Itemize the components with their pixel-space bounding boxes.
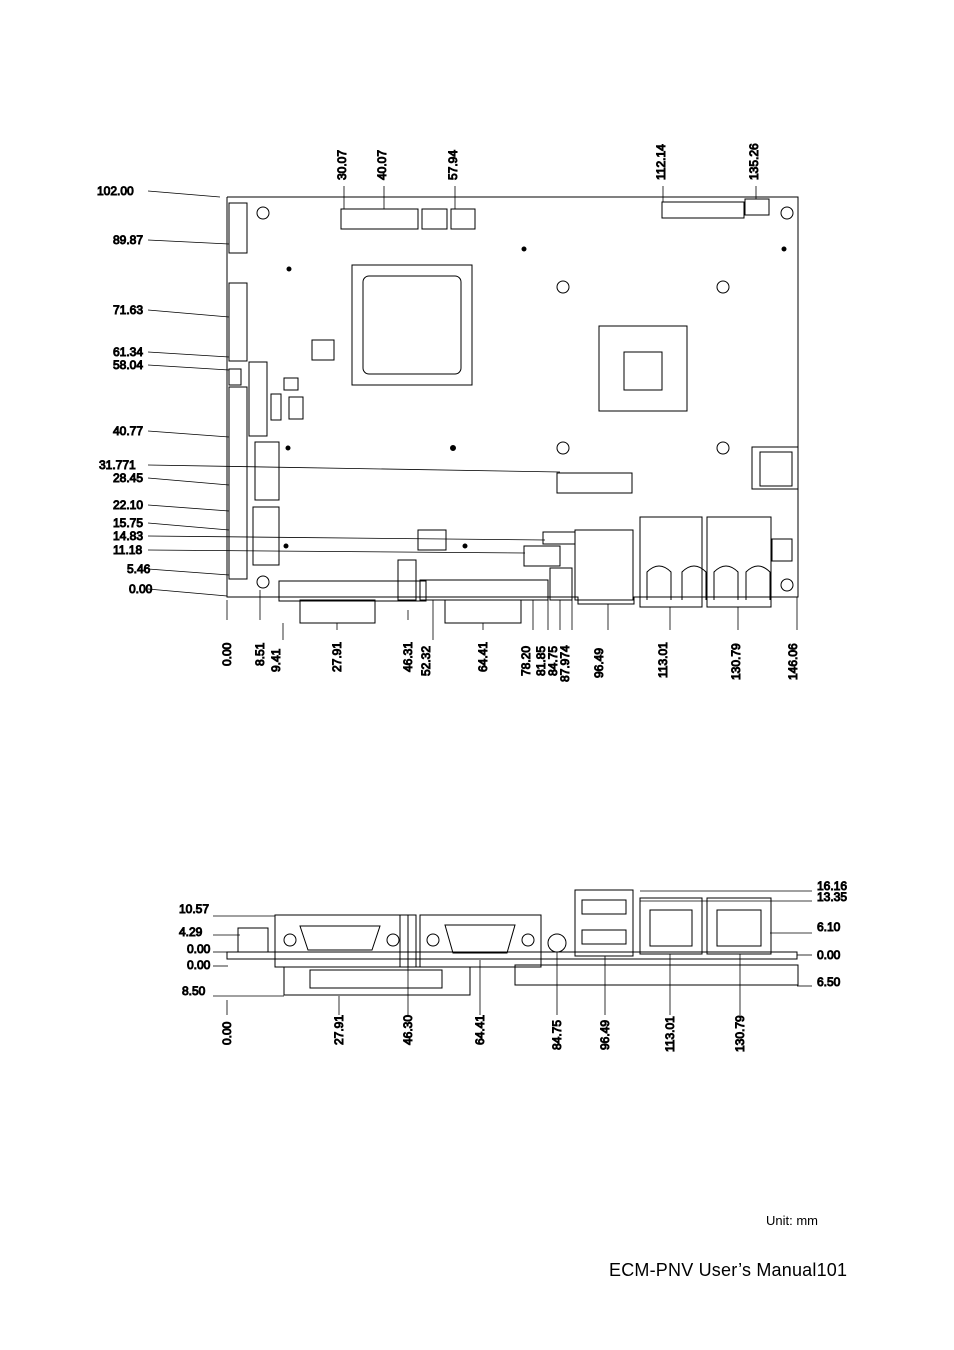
page-number: 101 bbox=[816, 1260, 848, 1280]
dim-label-0-00: 0.00 bbox=[129, 582, 153, 596]
dim-label-b-46-31: 46.31 bbox=[401, 642, 415, 672]
dim-label-40-07: 40.07 bbox=[375, 150, 389, 180]
top-view-drawing: 102.00 89.87 71.63 61.34 58.04 40.77 31.… bbox=[97, 142, 801, 682]
dim-label-5-46: 5.46 bbox=[127, 562, 151, 576]
side-dim-b-46-30: 46.30 bbox=[401, 1015, 415, 1045]
top-view-top-labels: 30.07 40.07 57.94 112.14 135.26 bbox=[335, 142, 762, 180]
side-dim-10-57: 10.57 bbox=[179, 902, 209, 916]
page-footer: ECM-PNV User’s Manual101 bbox=[609, 1260, 847, 1281]
dim-label-58-04: 58.04 bbox=[113, 358, 143, 372]
dim-label-22-10: 22.10 bbox=[113, 498, 143, 512]
side-view-bottom-labels: 0.00 27.91 46.30 64.41 84.75 96.49 113.0… bbox=[220, 1014, 748, 1052]
dim-label-b-9-41: 9.41 bbox=[269, 648, 283, 672]
dim-label-28-45: 28.45 bbox=[113, 471, 143, 485]
side-dim-b-64-41: 64.41 bbox=[473, 1015, 487, 1045]
dim-label-112-14: 112.14 bbox=[654, 144, 668, 180]
side-view-left-labels: 10.57 4.29 0.00 0.00 8.50 bbox=[179, 902, 212, 999]
dim-label-14-83: 14.83 bbox=[113, 529, 143, 543]
dim-label-b-27-91: 27.91 bbox=[330, 642, 344, 672]
dimension-leaders bbox=[147, 186, 798, 640]
side-board bbox=[226, 889, 799, 996]
dim-label-11-18: 11.18 bbox=[113, 543, 142, 557]
side-dim-b-130-79: 130.79 bbox=[733, 1015, 747, 1052]
dim-label-b-146-06: 146.06 bbox=[786, 643, 800, 680]
dim-label-b-8-51: 8.51 bbox=[253, 642, 267, 666]
dim-label-40-77: 40.77 bbox=[113, 424, 143, 438]
dim-label-57-94: 57.94 bbox=[446, 150, 460, 180]
side-dim-b-113-01: 113.01 bbox=[663, 1016, 677, 1052]
dim-label-31-771: 31.771 bbox=[99, 458, 136, 472]
side-dim-8-50: 8.50 bbox=[182, 984, 206, 998]
side-dim-b-27-91: 27.91 bbox=[332, 1015, 346, 1045]
top-view-bottom-labels: 0.00 8.51 9.41 27.91 46.31 52.32 64.41 7… bbox=[220, 641, 801, 682]
dim-label-30-07: 30.07 bbox=[335, 150, 349, 180]
side-dim-b-0-00: 0.00 bbox=[220, 1021, 234, 1045]
board-outline bbox=[226, 196, 799, 608]
dim-label-b-87-974: 87.974 bbox=[558, 645, 572, 682]
side-dimension-leaders bbox=[213, 890, 812, 1015]
side-view-right-labels: 16.16 13.35 6.10 0.00 6.50 bbox=[817, 879, 848, 990]
side-dim-b-84-75: 84.75 bbox=[550, 1020, 564, 1050]
dim-label-61-34: 61.34 bbox=[113, 345, 143, 359]
cpu-package bbox=[351, 264, 473, 386]
left-pin-headers bbox=[228, 202, 248, 580]
dim-label-b-52-32: 52.32 bbox=[419, 646, 433, 676]
top-pin-headers bbox=[340, 198, 770, 230]
dim-label-b-84-75: 84.75 bbox=[546, 646, 560, 676]
unit-label: Unit: mm bbox=[766, 1213, 818, 1228]
dim-label-b-64-41: 64.41 bbox=[476, 642, 490, 672]
dim-label-15-75: 15.75 bbox=[113, 516, 143, 530]
mounting-holes bbox=[256, 206, 794, 592]
dim-label-b-96-49: 96.49 bbox=[592, 648, 606, 678]
chipset bbox=[598, 325, 688, 412]
sata-connectors bbox=[248, 339, 799, 567]
dim-label-b-0-00: 0.00 bbox=[220, 642, 234, 666]
dim-label-135-26: 135.26 bbox=[747, 143, 761, 180]
side-dim-4-29: 4.29 bbox=[179, 925, 203, 939]
side-dim-0-00-a: 0.00 bbox=[187, 942, 211, 956]
dim-label-102-00: 102.00 bbox=[97, 184, 134, 198]
dim-label-71-63: 71.63 bbox=[113, 303, 143, 317]
side-dim-6-10: 6.10 bbox=[817, 920, 841, 934]
dim-label-89-87: 89.87 bbox=[113, 233, 143, 247]
dim-label-b-78-20: 78.20 bbox=[519, 646, 533, 676]
dim-label-b-113-01: 113.01 bbox=[656, 642, 670, 678]
side-dim-13-35: 13.35 bbox=[817, 890, 847, 904]
side-dim-0-00-b: 0.00 bbox=[187, 958, 211, 972]
side-dim-6-50: 6.50 bbox=[817, 975, 841, 989]
side-dim-0-00-r: 0.00 bbox=[817, 948, 841, 962]
side-dim-16-16: 16.16 bbox=[817, 879, 847, 893]
manual-title: ECM-PNV User’s Manual bbox=[609, 1260, 817, 1280]
side-dim-b-96-49: 96.49 bbox=[598, 1020, 612, 1050]
top-view-left-labels: 102.00 89.87 71.63 61.34 58.04 40.77 31.… bbox=[97, 184, 154, 597]
dim-label-b-130-79: 130.79 bbox=[729, 643, 743, 680]
dim-label-b-81-85: 81.85 bbox=[534, 646, 548, 676]
